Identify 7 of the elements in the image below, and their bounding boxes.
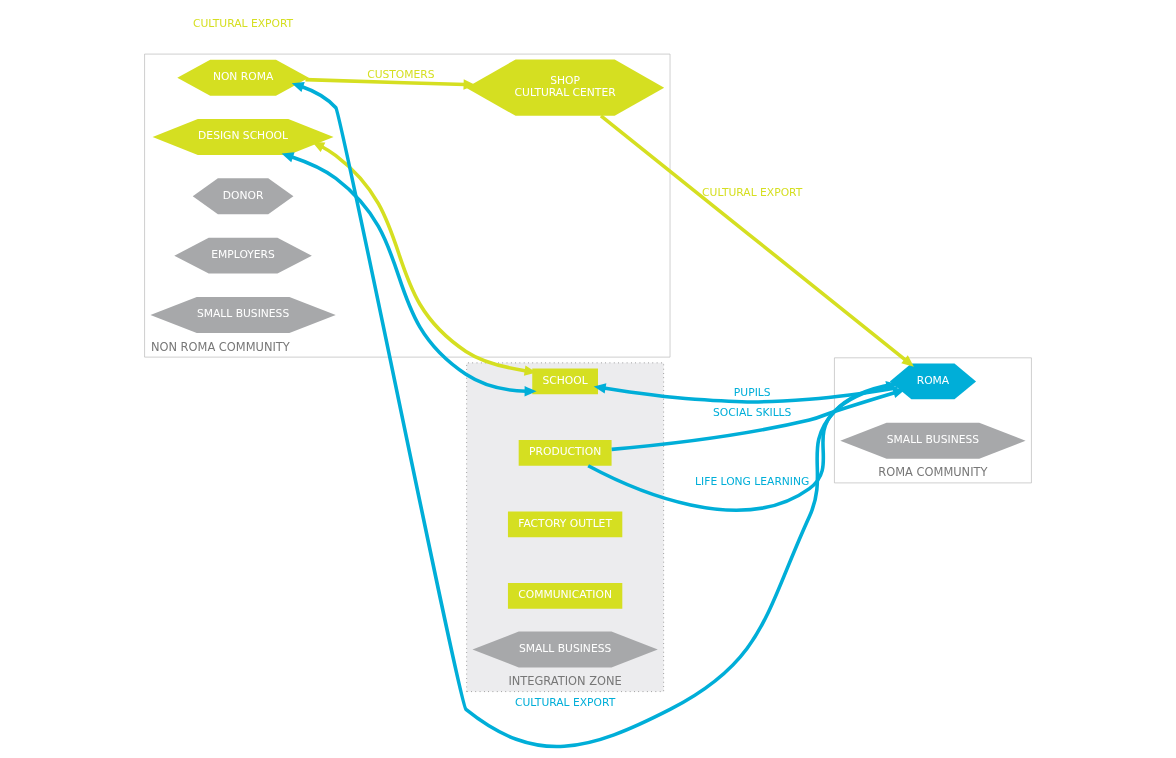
edge-label: CULTURAL EXPORT xyxy=(702,186,803,200)
edge-label: CUSTOMERS xyxy=(367,68,435,82)
edge-label: LIFE LONG LEARNING xyxy=(695,475,810,489)
edge-label: SOCIAL SKILLS xyxy=(713,406,792,420)
edge-label: CULTURAL EXPORT xyxy=(515,695,616,709)
edge-label: PUPILS xyxy=(733,385,771,399)
label: CULTURAL EXPORT xyxy=(192,16,294,30)
